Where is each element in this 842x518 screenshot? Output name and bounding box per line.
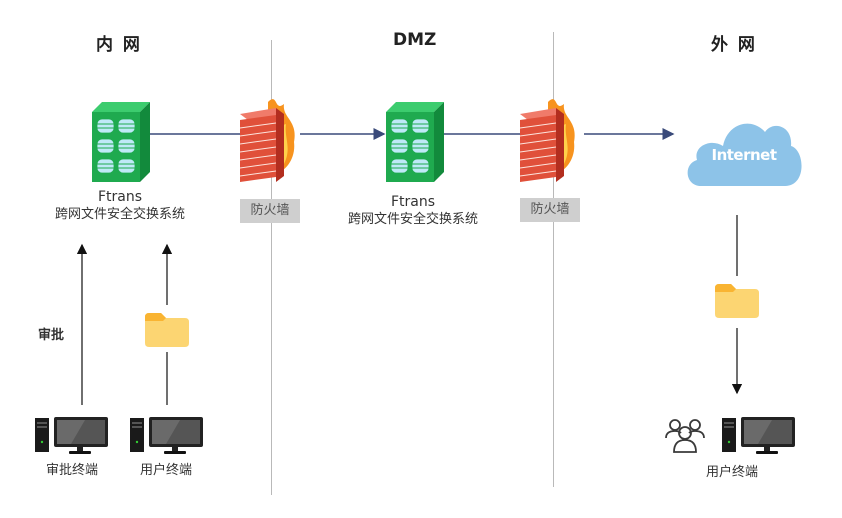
firewall-label-2: 防火墙 [520, 198, 580, 222]
ftrans-server-icon-dmz[interactable] [386, 102, 444, 182]
zone-title-dmz: DMZ [393, 30, 437, 50]
ftrans-name: Ftrans [390, 194, 436, 210]
folder-icon-upload [145, 313, 189, 347]
firewall-icon-1[interactable] [238, 92, 300, 184]
computer-icon-user-external[interactable] [722, 415, 796, 455]
zone-title-intranet: 内 网 [96, 35, 142, 55]
zone-divider-right [553, 32, 554, 487]
ftrans-name: Ftrans [97, 189, 143, 205]
computer-icon-user-internal[interactable] [130, 415, 204, 455]
approval-edge-label: 审批 [38, 328, 65, 343]
internet-label: Internet [711, 146, 777, 164]
ftrans-caption-dmz: Ftrans 跨网文件安全交换系统 [323, 194, 503, 228]
computer-icon-approval[interactable] [35, 415, 109, 455]
users-group-icon [664, 418, 706, 454]
approval-terminal-label: 审批终端 [45, 463, 98, 478]
ftrans-subtitle: 跨网文件安全交换系统 [54, 207, 185, 222]
user-terminal-internal-label: 用户终端 [139, 463, 192, 478]
ftrans-server-icon-internal[interactable] [92, 102, 150, 182]
folder-icon-download [715, 284, 759, 318]
ftrans-caption-internal: Ftrans 跨网文件安全交换系统 [30, 189, 210, 223]
internet-cloud-icon[interactable] [683, 112, 805, 188]
firewall-icon-2[interactable] [518, 92, 580, 184]
firewall-label-1: 防火墙 [240, 199, 300, 223]
zone-title-extranet: 外 网 [711, 35, 757, 55]
zone-divider-left [271, 40, 272, 495]
user-terminal-external-label: 用户终端 [705, 465, 758, 480]
ftrans-subtitle: 跨网文件安全交换系统 [347, 212, 478, 227]
